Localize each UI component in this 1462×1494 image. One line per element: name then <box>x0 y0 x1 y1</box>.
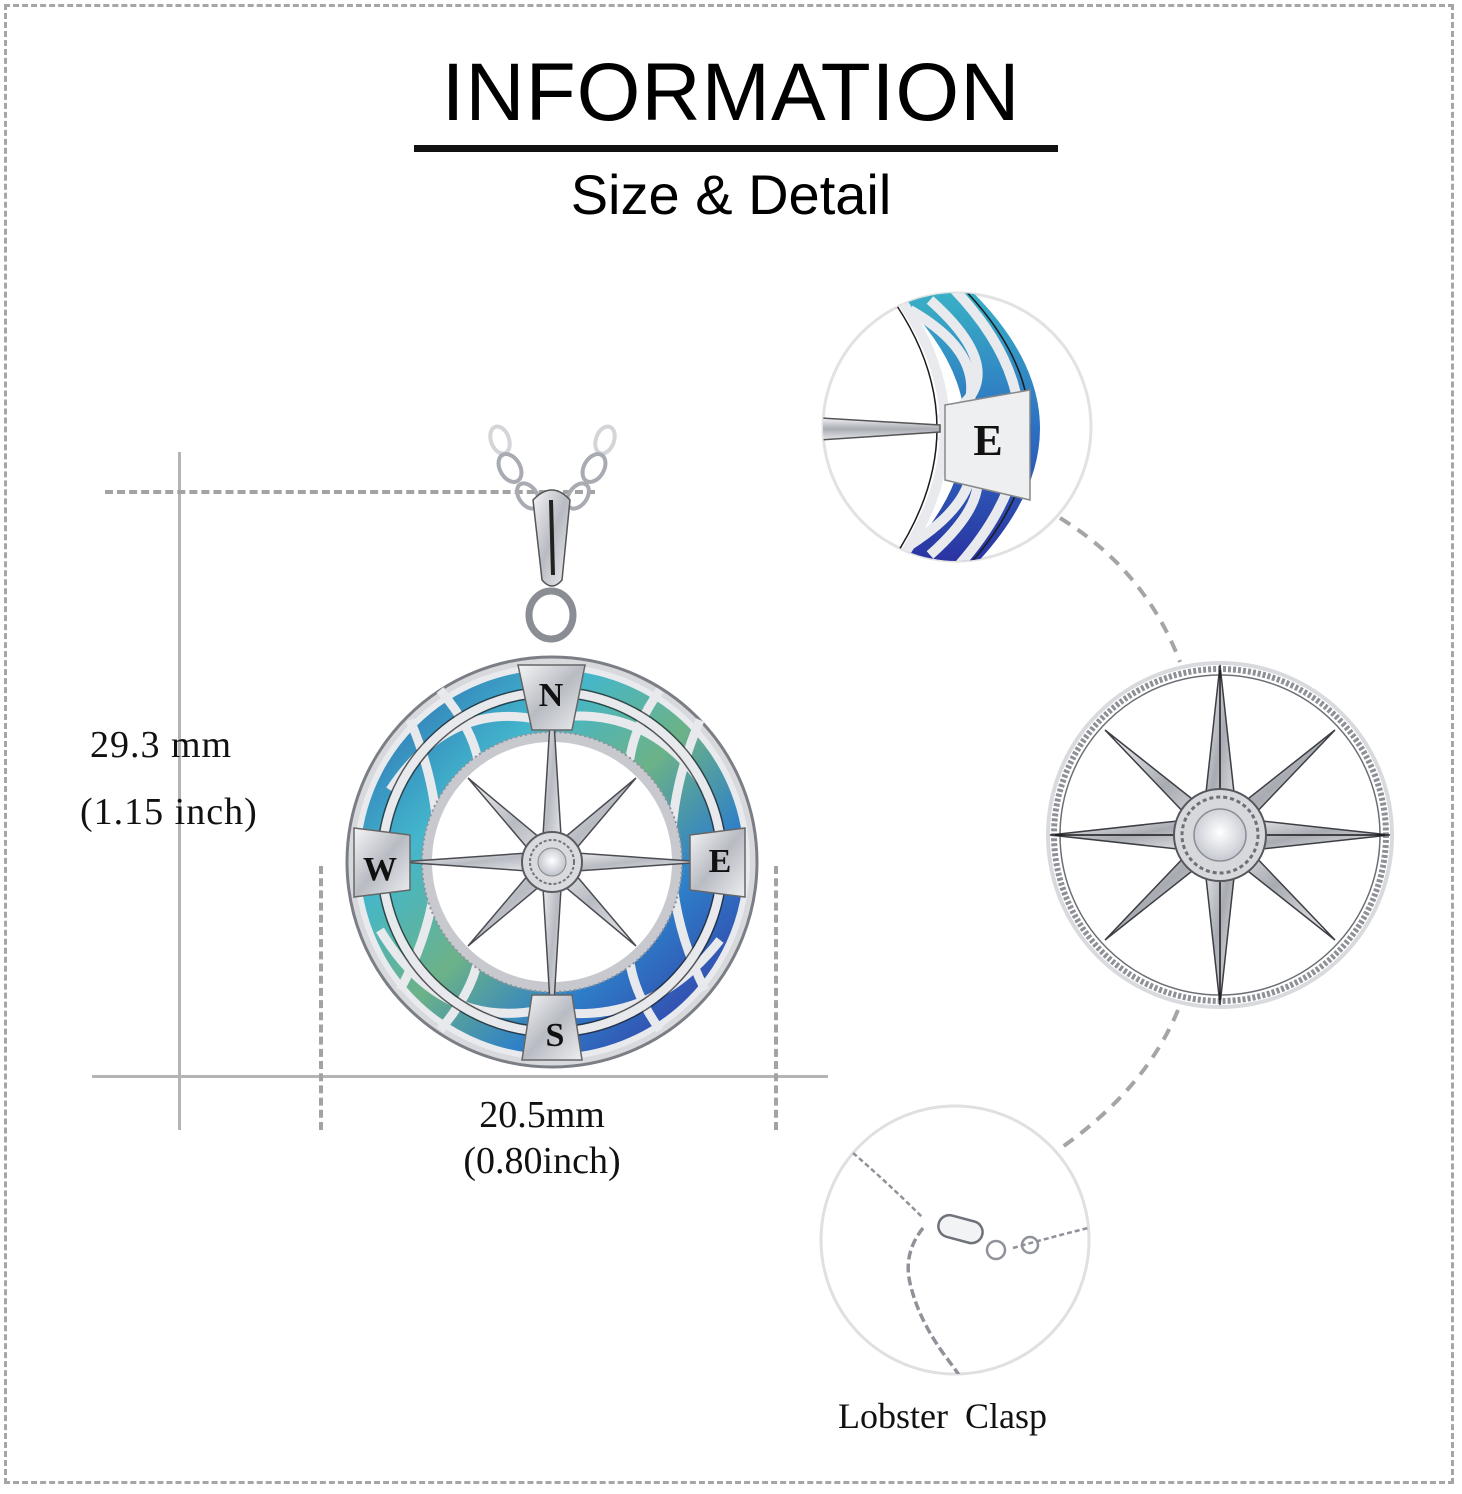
lobster-clasp-label: Lobster Clasp <box>838 1396 1047 1436</box>
left-width-guide-dashed-line <box>319 866 323 1130</box>
east-marker-detail-circle: E <box>821 291 1093 563</box>
north-letter: N <box>539 677 564 714</box>
south-letter: S <box>546 1017 565 1054</box>
right-width-guide-dashed-line <box>774 866 778 1130</box>
lobster-clasp-detail-circle <box>819 1104 1091 1376</box>
height-inch-label: (1.15 inch) <box>80 791 258 833</box>
width-mm-label: 20.5mm <box>479 1094 605 1136</box>
width-inch-label: (0.80inch) <box>463 1140 621 1182</box>
page-subtitle: Size & Detail <box>570 163 892 226</box>
page-title: INFORMATION <box>441 47 1021 138</box>
top-guide-dashed-line <box>105 490 595 494</box>
title-underline <box>414 145 1058 152</box>
west-letter: W <box>363 851 397 888</box>
width-dimension-line <box>92 1075 828 1078</box>
height-dimension-line <box>178 452 181 1130</box>
compass-pendant-image: N S W E <box>345 424 759 1069</box>
east-letter: E <box>709 843 732 880</box>
dashed-page-border <box>4 4 1454 1484</box>
detail-east-letter: E <box>973 416 1002 465</box>
compass-star-detail-circle <box>1046 661 1394 1009</box>
height-mm-label: 29.3 mm <box>90 724 233 766</box>
